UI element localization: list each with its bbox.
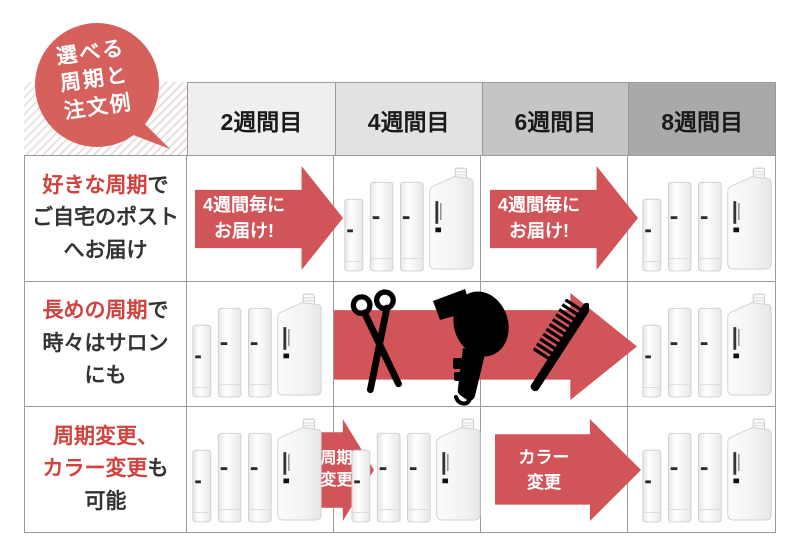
label-line: カラー変更も [42, 457, 169, 481]
scissors-icon [349, 289, 417, 399]
label-line: 周期変更、 [53, 424, 158, 448]
row-label-longer-cycle: 長めの周期で 時々はサロン にも [25, 282, 187, 407]
header-cell-week8: 8週間目 [628, 83, 775, 156]
label-line: 好きな周期で [42, 173, 169, 197]
header-cell-week4: 4週間目 [334, 83, 482, 156]
product-set [343, 164, 475, 276]
product-set [641, 415, 773, 527]
label-line: にも [84, 364, 127, 388]
product-set [641, 164, 773, 276]
product-set [641, 290, 773, 402]
badge-text: 選べる 周期と 注文例 [54, 36, 135, 124]
product-set-graphic [642, 293, 772, 398]
product-set-graphic [192, 293, 322, 398]
label-line: へお届け [63, 238, 148, 262]
product-set-graphic [642, 418, 772, 523]
product-set-graphic [192, 418, 322, 523]
header-cell-week6: 6週間目 [481, 83, 629, 156]
product-set-graphic [351, 418, 481, 523]
table-cell [628, 282, 775, 407]
label-line: 長めの周期で [42, 299, 169, 323]
table-cell [628, 156, 775, 282]
header-cell-week2: 2週間目 [188, 83, 335, 156]
label-line: ご自宅のポスト [32, 206, 179, 230]
row-label-favorite-cycle: 好きな周期で ご自宅のポスト へお届け [25, 156, 187, 282]
week-header-row: 2週間目 4週間目 6週間目 8週間目 [187, 82, 776, 156]
product-set [191, 415, 323, 527]
product-set [350, 415, 482, 527]
product-set [191, 290, 323, 402]
comb-icon [519, 299, 589, 393]
table-cell [334, 156, 481, 282]
table-cell [187, 282, 334, 407]
label-line: 時々はサロン [42, 331, 169, 355]
hairdryer-icon [427, 286, 517, 406]
row-label-change-options: 周期変更、 カラー変更も 可能 [25, 407, 187, 532]
label-line: 可能 [84, 489, 127, 513]
badge-choose-cycle: 選べる 周期と 注文例 [35, 23, 159, 147]
product-set-graphic [642, 167, 772, 272]
product-set-graphic [344, 167, 474, 272]
